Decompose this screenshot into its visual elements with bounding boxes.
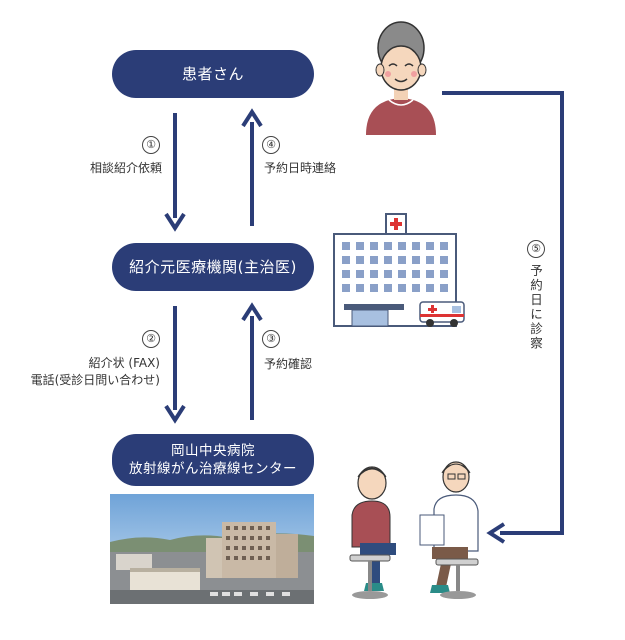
arrowhead-step5	[486, 522, 506, 544]
step5-label: 予約日に診察	[528, 264, 543, 351]
step2-label-2: 電話(受診日問い合わせ)	[30, 373, 160, 387]
doctor-consultation-icon	[349, 461, 479, 599]
arrowhead-step3	[241, 302, 263, 322]
step2-label-1: 紹介状 (FAX)	[88, 356, 160, 370]
node-patient: 患者さん	[112, 50, 314, 98]
step3-label: 予約確認	[264, 357, 313, 371]
step1-number: ①	[142, 136, 160, 154]
step5-number: ⑤	[527, 240, 545, 258]
elderly-woman-icon	[366, 21, 436, 135]
node-hospital-label-2: 放射線がん治療線センター	[129, 461, 297, 477]
arrowhead-step4	[241, 108, 263, 128]
step3-number: ③	[262, 330, 280, 348]
node-hospital: 岡山中央病院 放射線がん治療線センター	[112, 434, 314, 486]
node-referrer-label: 紹介元医療機関(主治医)	[129, 258, 297, 276]
arrowhead-step1	[164, 212, 186, 232]
node-hospital-label-1: 岡山中央病院	[171, 443, 255, 459]
step4-number: ④	[262, 136, 280, 154]
arrowhead-step2	[164, 404, 186, 424]
ambulance-icon	[419, 301, 465, 327]
node-patient-label: 患者さん	[181, 65, 244, 83]
arrow-step5	[442, 91, 564, 535]
hospital-photo	[110, 494, 314, 604]
step2-number: ②	[142, 330, 160, 348]
step1-label: 相談紹介依頼	[89, 161, 162, 175]
step4-label: 予約日時連絡	[264, 161, 337, 175]
node-referring-clinic: 紹介元医療機関(主治医)	[112, 243, 314, 291]
